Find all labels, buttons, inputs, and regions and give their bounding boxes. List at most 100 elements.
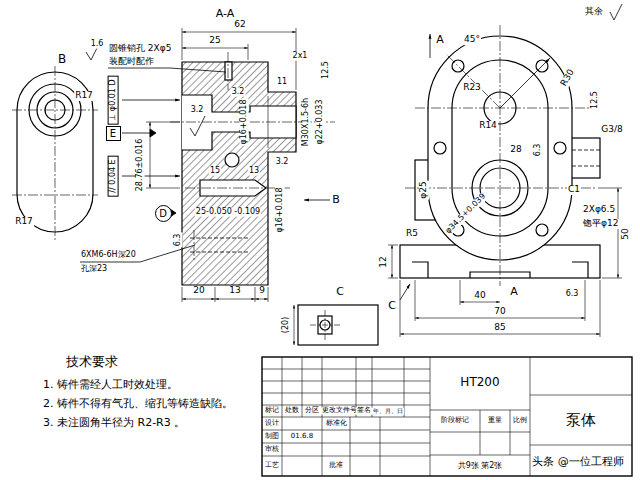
roughness-symbol	[190, 116, 205, 136]
center-line	[405, 25, 596, 286]
dimension-text: G3/8	[600, 125, 623, 135]
title-cell: 分区	[304, 407, 320, 415]
title-cell: 设计	[264, 420, 280, 428]
note-text: 3. 未注圆角半径为 R2-R3 。	[42, 417, 186, 429]
note-text: 其余	[584, 7, 604, 17]
title-cell: 标准化	[325, 420, 348, 428]
datum-leader	[122, 133, 150, 134]
dimension-text: φ16+0.018	[240, 98, 249, 145]
title-cell: 年、月、日	[372, 408, 404, 415]
leaders	[80, 4, 622, 262]
extension-line	[598, 188, 622, 278]
leader-line	[108, 68, 226, 72]
dimensions	[388, 188, 622, 337]
tolerance-frame: // 0.04 E	[108, 155, 119, 196]
view-label: B	[331, 194, 341, 206]
note-text: 锪平φ12	[582, 219, 619, 229]
dimension-line	[150, 122, 151, 188]
center-line	[12, 66, 98, 240]
datum-box: E	[106, 126, 121, 141]
note-text: 圆锥销孔 2Xφ5	[108, 44, 172, 54]
section-view	[170, 52, 335, 285]
hidden-line	[190, 238, 250, 252]
title-cell: 01.6.8	[290, 433, 314, 441]
dimension-text: 45°	[463, 35, 481, 45]
title-cell: 比例	[512, 417, 528, 425]
bolt-hole	[536, 224, 548, 236]
datum-letter: D	[159, 208, 167, 219]
center-line	[310, 310, 340, 340]
view-c-outline	[298, 305, 378, 345]
title-cell: 制图	[264, 433, 280, 441]
roughness-value: 3.2	[190, 106, 205, 115]
watermark: 头条 @一位工程师	[531, 456, 625, 468]
dimensions	[146, 28, 296, 302]
note-text: 2. 铸件不得有气孔、缩孔等铸造缺陷。	[42, 398, 234, 410]
section-outline	[182, 62, 296, 285]
hidden-line	[572, 150, 600, 166]
roughness-value: 1.6	[90, 40, 105, 49]
view-label: A	[509, 286, 519, 298]
extension-line	[182, 28, 296, 90]
heading: 技术要求	[65, 355, 119, 369]
view-arrow	[400, 284, 410, 300]
note-text: 1. 铸件需经人工时效处理。	[42, 379, 179, 391]
dimension-text: R17	[74, 91, 94, 101]
roughness-value: 12.5	[591, 90, 600, 110]
extension-line	[182, 287, 268, 302]
dimension-line	[182, 32, 296, 33]
dimension-text: 15	[209, 167, 221, 176]
dimension-line	[618, 188, 619, 278]
dimension-text: R23	[462, 83, 482, 93]
dimension-line	[392, 245, 393, 278]
dimension-line	[294, 305, 295, 345]
dimension-text: 40	[473, 291, 486, 301]
extension-line	[146, 122, 180, 188]
dimension-text: 28	[509, 145, 522, 155]
title-block-frame	[262, 357, 632, 476]
dimension-line	[215, 299, 255, 300]
dimension-text: 13	[228, 286, 241, 296]
view-label: A	[435, 34, 445, 46]
datum-triangle	[150, 129, 176, 217]
roughness-value: 3.2	[231, 88, 246, 97]
title-cell: 审核	[264, 446, 280, 454]
roughness-value: 6.3	[534, 143, 543, 158]
extension-line	[400, 280, 600, 337]
dimension-text: 2Xφ6.5	[582, 205, 616, 215]
title-cell: 重量	[487, 417, 503, 425]
bolt-hole	[434, 142, 446, 154]
title-cell: 批准	[328, 462, 344, 470]
dimension-text: R17	[14, 217, 34, 227]
title-cell: HT200	[459, 376, 500, 389]
leader-line	[80, 245, 195, 262]
view-arrow	[304, 200, 330, 201]
title-cell: 共9张 第2张	[457, 462, 504, 471]
leader-line	[122, 176, 180, 177]
dimension-line	[182, 299, 215, 300]
view-label: C	[335, 286, 345, 298]
dimension-text: φ25	[419, 180, 429, 199]
note-text: 装配时配作	[108, 57, 155, 67]
dimension-text: 2x1	[292, 52, 309, 61]
roughness-value: 6.3	[174, 233, 183, 248]
title-cell: 签名	[356, 407, 372, 414]
dimension-text: C1	[567, 185, 581, 195]
pin-hole	[225, 62, 232, 80]
note-text: 孔深23	[80, 265, 108, 274]
datum-circle-outline	[155, 205, 171, 221]
dimension-text: 85	[493, 323, 506, 333]
note-text: 6XM6-6H深20	[80, 251, 137, 260]
dimension-line	[460, 302, 500, 303]
title-cell: 处数	[284, 407, 300, 415]
dimension-text: φ16+0.018	[276, 186, 285, 233]
title-cell: 更改文件号	[321, 407, 358, 414]
dimension-text: 11	[276, 78, 288, 87]
dimension-text: 25-0.050 -0.109	[195, 208, 261, 217]
extension-line	[388, 245, 398, 278]
dimension-line	[415, 318, 585, 319]
title-cell: 阶段标记	[440, 417, 470, 425]
title-block-grid	[262, 357, 632, 476]
dimension-text: 70	[493, 307, 506, 317]
